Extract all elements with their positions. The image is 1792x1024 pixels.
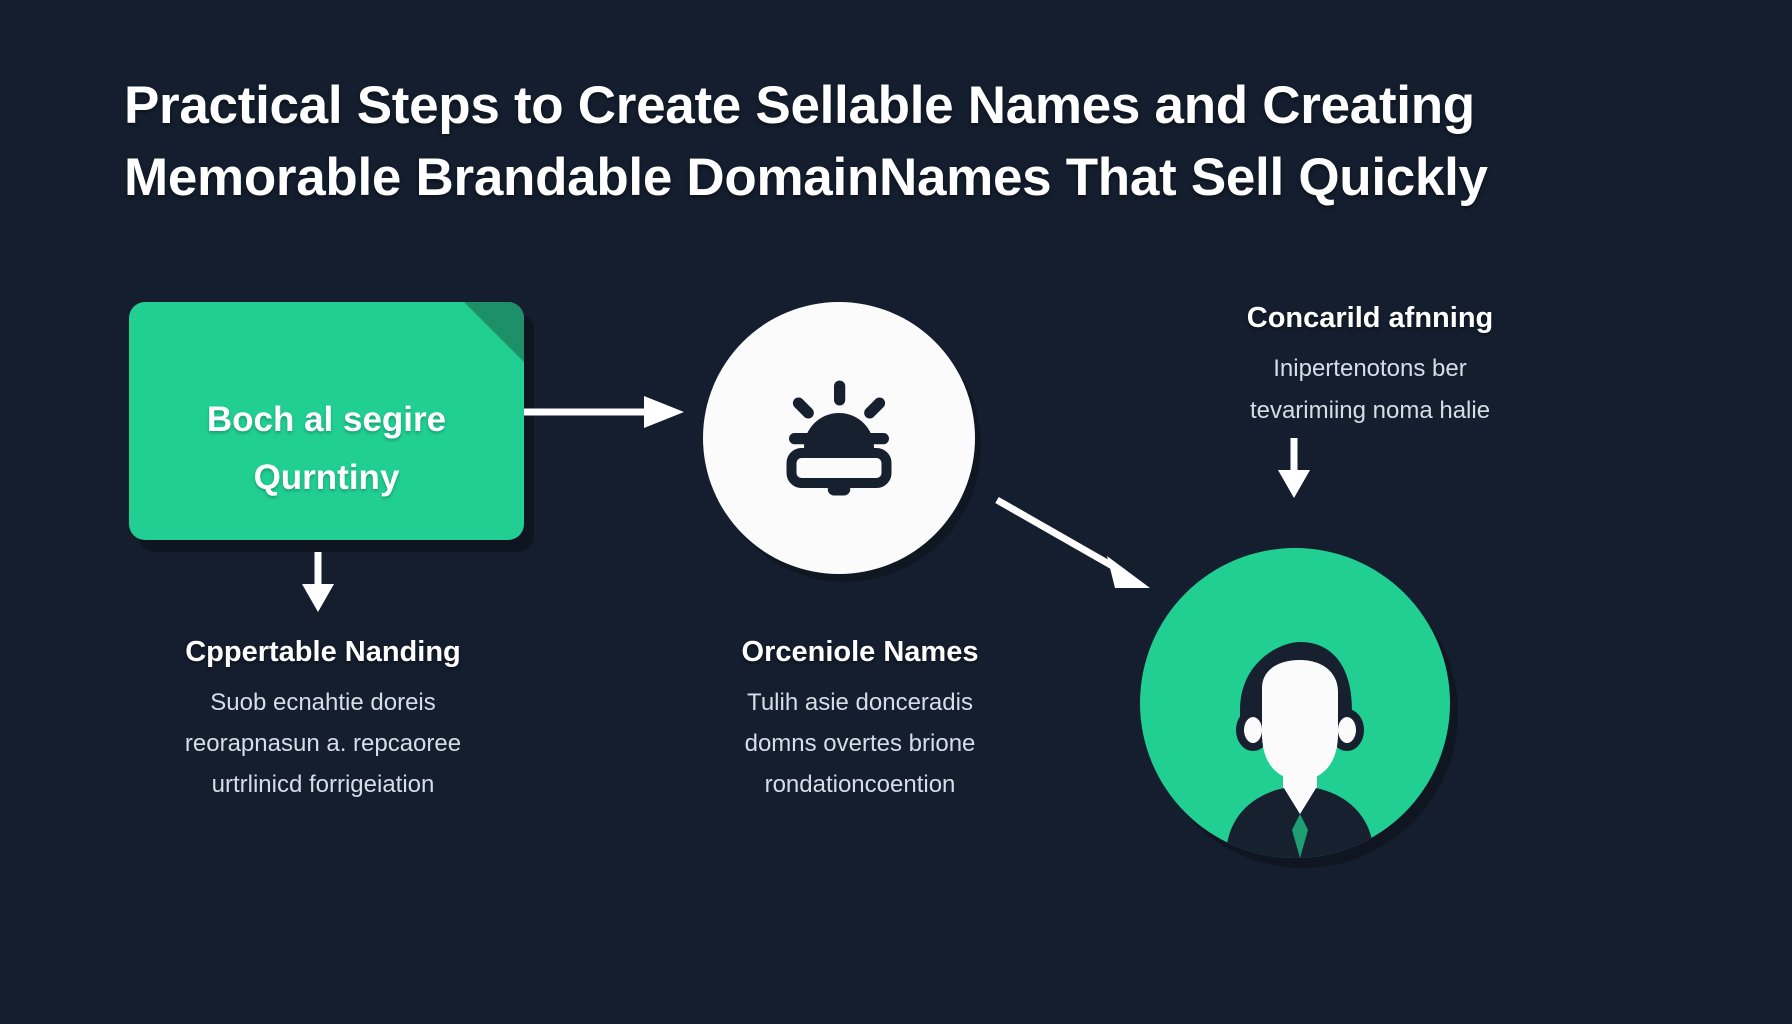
note-card-line-2: Qurntiny [253, 458, 400, 497]
page-title: Practical Steps to Create Sellable Names… [124, 70, 1684, 214]
arrow-card-to-idea [524, 392, 694, 432]
caption-right-heading: Concarild afnning [1246, 302, 1494, 334]
caption-left: Cppertable Nanding Suob ecnahtie doreis … [88, 632, 558, 805]
note-card-line-1: Boch al segire [206, 400, 447, 439]
person-avatar-icon [1180, 618, 1410, 858]
idea-node[interactable] [703, 302, 975, 574]
arrow-card-to-left-caption [296, 552, 340, 614]
title-line-2: Memorable Brandable DomainNames That Sel… [124, 148, 1488, 207]
arrow-idea-to-avatar [995, 496, 1160, 593]
lightbulb-idea-icon [764, 363, 914, 513]
caption-left-heading: Cppertable Nanding [185, 636, 461, 668]
avatar-node[interactable] [1140, 548, 1450, 858]
caption-middle-line-1: Tulih asie donceradis [747, 689, 973, 716]
caption-left-line-1: Suob ecnahtie doreis [210, 689, 436, 716]
note-card[interactable]: Boch al segire Qurntiny [129, 302, 524, 540]
caption-right-line-1: Inipertenotons ber [1273, 355, 1467, 382]
arrow-right-caption-to-avatar [1272, 438, 1316, 500]
caption-left-line-2: reorapnasun a. repcaoree [184, 730, 462, 757]
caption-right: Concarild afnning Inipertenotons ber tev… [1130, 298, 1610, 432]
document-fold-icon [464, 302, 524, 362]
caption-middle: Orceniole Names Tulih asie donceradis do… [645, 632, 1075, 805]
caption-left-line-3: urtrlinicd forrigeiation [211, 771, 435, 798]
caption-middle-line-3: rondationcoention [764, 771, 956, 798]
caption-middle-line-2: domns overtes brione [744, 730, 976, 757]
note-card-text: Boch al segire Qurntiny [207, 335, 446, 507]
caption-right-line-2: tevarimiing noma halie [1249, 397, 1491, 424]
caption-middle-heading: Orceniole Names [741, 636, 979, 668]
title-line-1: Practical Steps to Create Sellable Names… [124, 76, 1475, 135]
